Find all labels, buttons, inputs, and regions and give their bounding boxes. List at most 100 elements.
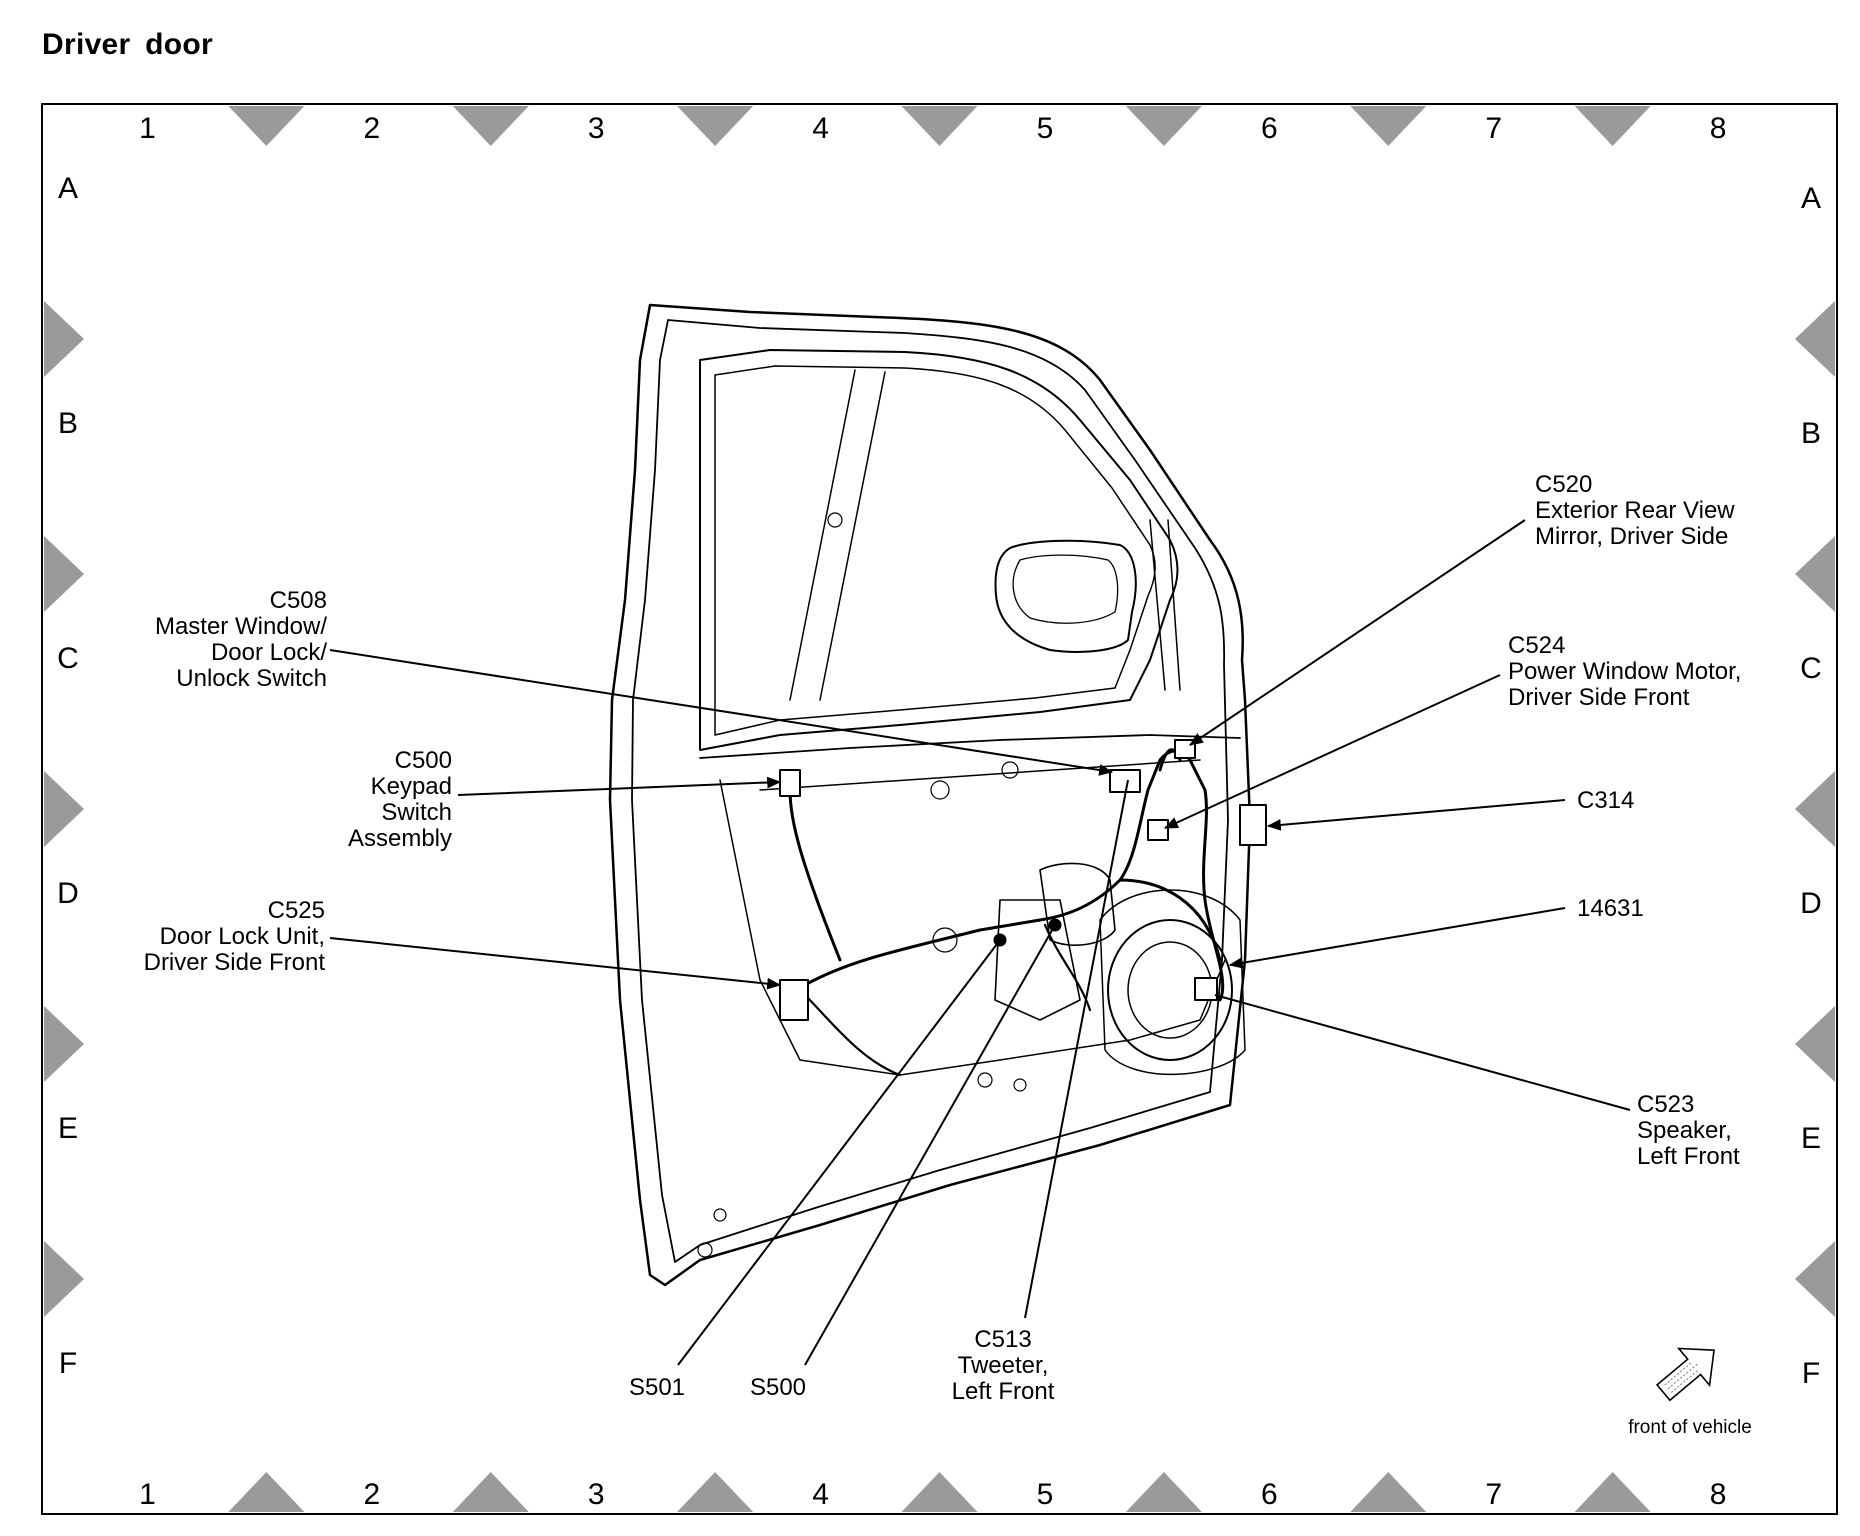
grid-row-label-left: F: [59, 1347, 77, 1380]
grid-row-label-left: D: [57, 877, 79, 910]
page-title: Driver door: [42, 28, 214, 61]
grid-column-label-bottom: 4: [812, 1478, 829, 1511]
callout-line: 14631: [1577, 895, 1644, 922]
connector-c508: [1110, 770, 1140, 792]
grid-marker-bottom: [228, 1472, 305, 1512]
grid-marker-top: [1125, 106, 1202, 146]
callout-s500: S500: [750, 1374, 806, 1401]
window-frame: [700, 350, 1178, 750]
grid-column-label-bottom: 7: [1485, 1478, 1502, 1511]
callout-line: Mirror, Driver Side: [1535, 523, 1728, 550]
grid-column-label-bottom: 8: [1710, 1478, 1727, 1511]
callout-line: C524: [1508, 632, 1565, 659]
glass-run-channel: [790, 370, 1180, 700]
leader-14631: [1228, 907, 1566, 969]
connector-c524: [1148, 820, 1168, 840]
callout-line: Switch: [381, 799, 452, 826]
belt-line: [700, 735, 1240, 758]
inner-panel-edge: [720, 760, 1225, 1075]
grid-markers: [44, 106, 1835, 1512]
leader-c513: [1024, 779, 1129, 1319]
regulator-plate: [995, 863, 1115, 1020]
grid-marker-left: [44, 1241, 84, 1317]
grid-marker-left: [44, 771, 84, 847]
grid-marker-bottom: [452, 1472, 529, 1512]
grid-column-label-top: 5: [1037, 112, 1054, 145]
grid-marker-bottom: [1125, 1472, 1202, 1512]
panel-hole: [714, 1209, 726, 1221]
grid-marker-bottom: [1350, 1472, 1427, 1512]
front-of-vehicle-label: front of vehicle: [1628, 1417, 1752, 1438]
callout-line: Master Window/: [155, 613, 327, 640]
panel-hole: [1014, 1079, 1026, 1091]
grid-marker-top: [452, 106, 529, 146]
speaker-mount-ring: [1100, 890, 1245, 1074]
callout-line: Speaker,: [1637, 1117, 1732, 1144]
grid-column-label-bottom: 6: [1261, 1478, 1278, 1511]
callout-line: Keypad: [371, 773, 452, 800]
connector-c523: [1195, 978, 1217, 1000]
wiring-harness: [790, 750, 1223, 1000]
driver-door-illustration: [610, 305, 1266, 1285]
grid-marker-bottom: [1574, 1472, 1651, 1512]
callout-line: C523: [1637, 1091, 1694, 1118]
grid-marker-bottom: [677, 1472, 754, 1512]
leader-s501: [677, 939, 1001, 1366]
grid-marker-right: [1795, 536, 1835, 612]
grid-column-label-top: 3: [588, 112, 605, 145]
callout-line: Unlock Switch: [176, 665, 327, 692]
panel-hole: [698, 1243, 712, 1257]
grid-column-label-bottom: 3: [588, 1478, 605, 1511]
panel-hole: [1002, 762, 1018, 778]
window-glass-edge: [715, 366, 1155, 735]
grid-marker-top: [677, 106, 754, 146]
callout-line: C508: [270, 587, 327, 614]
leader-c520: [1189, 519, 1526, 746]
speaker-outline: [1108, 920, 1232, 1060]
grid-column-label-top: 7: [1485, 112, 1502, 145]
mirror-housing: [996, 541, 1136, 652]
leader-c314: [1266, 799, 1566, 831]
grid-marker-top: [1350, 106, 1427, 146]
grid-column-label-top: 4: [812, 112, 829, 145]
grid-marker-left: [44, 536, 84, 612]
door-outer-shell: [610, 305, 1250, 1285]
grid-row-label-right: A: [1801, 182, 1821, 215]
grid-row-label-right: D: [1800, 887, 1822, 920]
callout-line: Door Lock Unit,: [160, 923, 325, 950]
callout-14631: 14631: [1577, 895, 1644, 922]
grid-column-label-top: 8: [1710, 112, 1727, 145]
panel-hole: [931, 781, 949, 799]
grid-column-label-bottom: 1: [139, 1478, 156, 1511]
callout-line: Driver Side Front: [144, 949, 326, 976]
callout-line: Assembly: [348, 825, 452, 852]
direction-arrow-icon: [1655, 1347, 1715, 1402]
leader-c525: [329, 937, 782, 990]
panel-hole: [828, 513, 842, 527]
mirror-glass: [1013, 555, 1117, 623]
front-of-vehicle-indicator: front of vehicle: [1628, 1347, 1752, 1438]
callout-line: Tweeter,: [958, 1352, 1049, 1379]
callout-line: Left Front: [952, 1378, 1055, 1405]
grid-column-label-top: 6: [1261, 112, 1278, 145]
grid-marker-top: [901, 106, 978, 146]
leader-s500: [804, 924, 1056, 1366]
callout-line: S501: [629, 1374, 685, 1401]
grid-row-label-left: B: [58, 407, 78, 440]
panel-hole: [933, 928, 957, 952]
connector-c525: [780, 980, 808, 1020]
callout-line: Driver Side Front: [1508, 684, 1690, 711]
grid-row-label-left: E: [58, 1112, 78, 1145]
grid-column-label-top: 1: [139, 112, 156, 145]
grid-row-label-right: C: [1800, 652, 1822, 685]
callout-line: C513: [974, 1326, 1031, 1353]
grid-row-label-right: F: [1802, 1357, 1820, 1390]
